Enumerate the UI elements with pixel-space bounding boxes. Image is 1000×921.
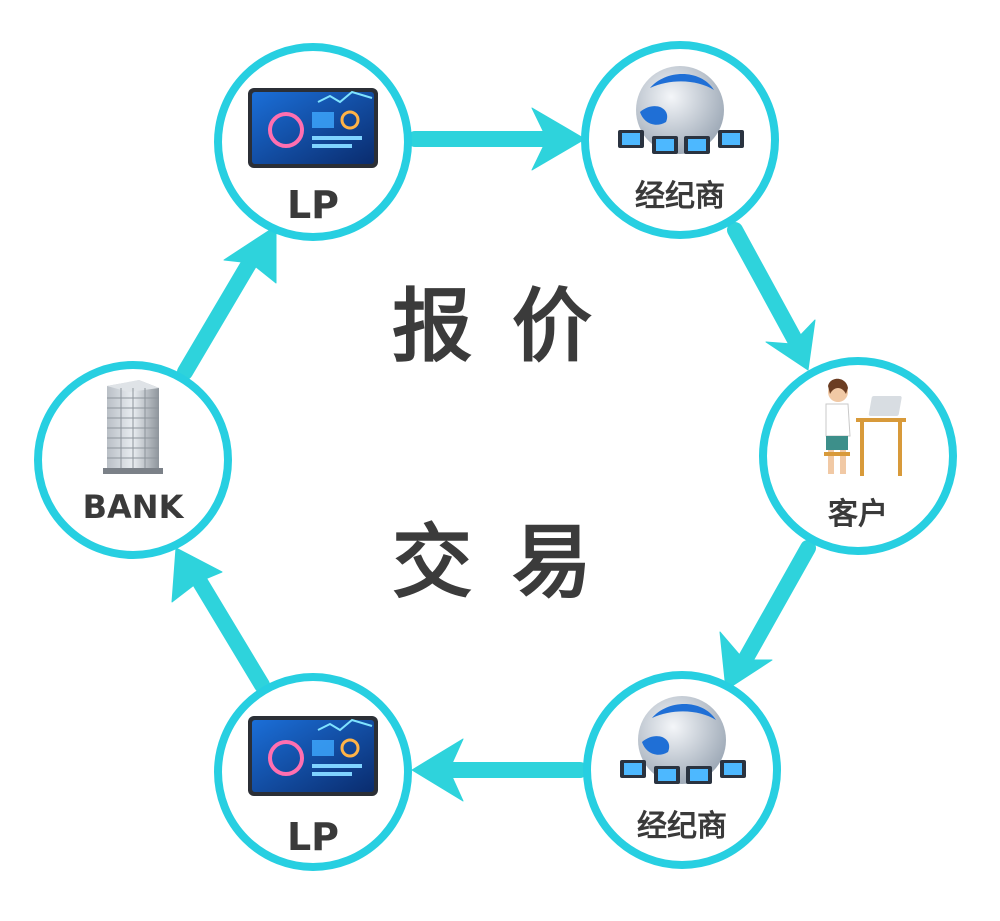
person-at-laptop-icon	[824, 378, 906, 476]
node-lp-top: LP	[214, 43, 412, 241]
tablet-dashboard-icon	[248, 716, 378, 796]
globe-network-icon	[620, 696, 746, 784]
node-broker-top: 经纪商	[581, 41, 779, 239]
node-broker-bottom: 经纪商	[583, 671, 781, 869]
arrow-client-to-broker-bottom	[719, 540, 816, 691]
trade-label: 交 易	[392, 516, 598, 609]
quote-label: 报 价	[392, 280, 598, 373]
node-label-bank: BANK	[83, 488, 185, 526]
node-label-client: 客户	[828, 497, 888, 532]
arrow-bank-to-lp-top	[177, 225, 277, 380]
node-circle	[759, 357, 957, 555]
node-bank: BANK	[34, 361, 232, 559]
arrow-lp-to-broker-top	[407, 107, 586, 171]
flow-arrows	[171, 107, 816, 802]
node-label-lp-bottom: LP	[287, 815, 339, 859]
bank-building-icon	[103, 380, 163, 474]
node-label-broker-bottom: 经纪商	[637, 809, 727, 844]
node-label-broker-top: 经纪商	[635, 179, 725, 214]
arrow-broker-bottom-to-lp-bottom	[411, 738, 588, 802]
arrow-lp-bottom-to-bank	[171, 547, 270, 693]
globe-network-icon	[618, 66, 744, 154]
node-lp-bottom: LP	[214, 673, 412, 871]
arrow-broker-top-to-client	[727, 222, 816, 371]
node-client: 客户	[759, 357, 957, 555]
node-label-lp-top: LP	[287, 183, 339, 227]
tablet-dashboard-icon	[248, 88, 378, 168]
